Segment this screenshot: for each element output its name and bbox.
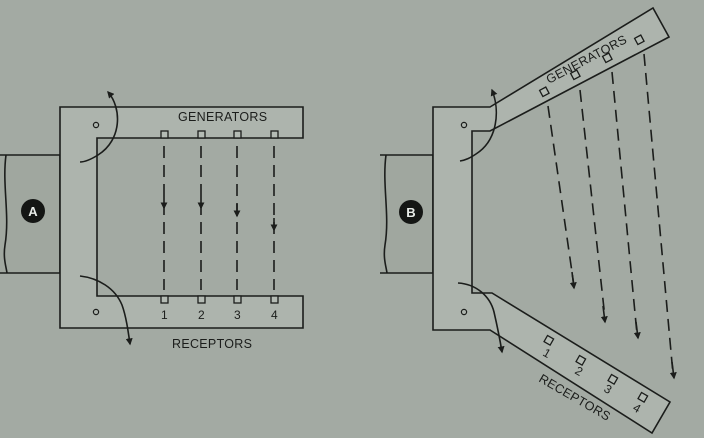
mount-hole-a-bottom: [92, 308, 100, 316]
badge-b: B: [399, 200, 423, 224]
beam-b-2-arrow: [600, 305, 608, 324]
generator-b-3: [601, 52, 613, 64]
wall-edge-a: [3, 154, 8, 274]
receptor-a-4: [270, 295, 279, 304]
receptor-number-a-3: 3: [234, 308, 241, 322]
receptor-number-a-2: 2: [198, 308, 205, 322]
receptor-number-a-4: 4: [271, 308, 278, 322]
frame-b: [432, 6, 672, 435]
rotation-arrow-a-top: [79, 90, 119, 163]
receptor-b-2: [575, 354, 587, 366]
mount-hole-a-top: [92, 121, 100, 129]
frame-a: [59, 106, 304, 329]
receptor-number-a-1: 1: [161, 308, 168, 322]
beam-b-1-arrow: [569, 271, 577, 290]
mount-hole-b-top: [460, 121, 468, 129]
receptor-b-3: [607, 373, 619, 385]
receptor-a-2: [197, 295, 206, 304]
rotation-arrow-b-bottom: [457, 282, 505, 354]
generator-b-4: [633, 34, 645, 46]
beam-b-4: [643, 53, 674, 375]
beam-b-4-arrow: [669, 361, 677, 380]
wall-edge-b: [383, 154, 388, 274]
generator-a-1: [160, 130, 169, 139]
generator-a-4: [270, 130, 279, 139]
rotation-arrow-b-top: [459, 88, 498, 162]
receptor-a-3: [233, 295, 242, 304]
svg-text:A: A: [28, 204, 38, 219]
beam-b-1: [547, 105, 575, 287]
receptor-a-1: [160, 295, 169, 304]
beam-b-3-arrow: [633, 321, 641, 340]
badge-a: A: [21, 199, 45, 223]
receptor-b-1: [543, 334, 555, 346]
generator-a-3: [233, 130, 242, 139]
generator-b-2: [569, 69, 581, 81]
beam-b-3: [611, 71, 638, 335]
generator-a-2: [197, 130, 206, 139]
panel-b: GENERATORS RECEPTORS 1 2 3 4 B: [380, 6, 677, 435]
beam-b-2: [579, 89, 606, 319]
generator-b-1: [538, 86, 550, 98]
rotation-arrow-a-bottom: [79, 275, 133, 346]
receptors-label-a: RECEPTORS: [172, 337, 252, 351]
receptor-b-4: [637, 391, 649, 403]
panel-a: GENERATORS RECEPTORS 1 2 3 4 A: [0, 90, 304, 351]
mount-hole-b-bottom: [460, 308, 468, 316]
svg-text:B: B: [406, 205, 415, 220]
generators-label-a: GENERATORS: [178, 110, 267, 124]
